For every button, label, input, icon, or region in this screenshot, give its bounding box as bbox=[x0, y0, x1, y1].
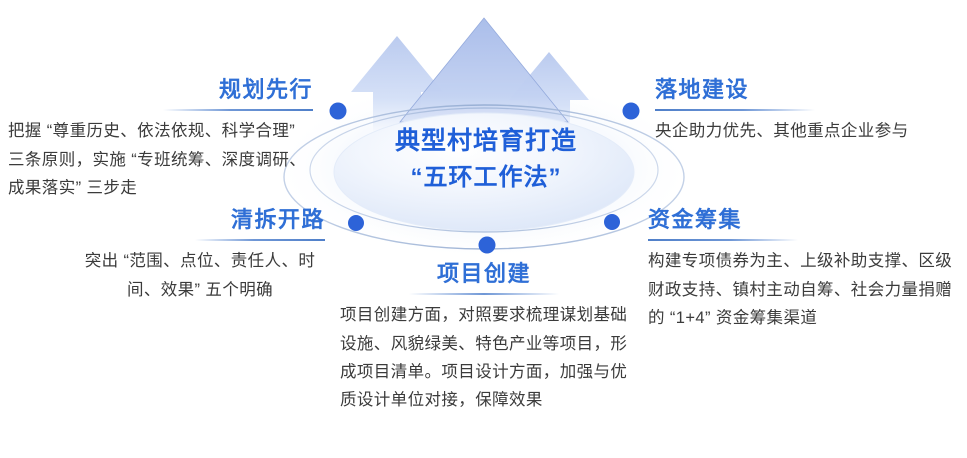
callout-planning: 规划先行 把握 “尊重历史、依法依规、科学合理” 三条原则，实施 “专班统筹、深… bbox=[8, 77, 313, 202]
callout-clearing-rule bbox=[195, 239, 325, 242]
callout-funding-body: 构建专项债券为主、上级补助支撑、区级财政支持、镇村主动自筹、社会力量捐赠的 “1… bbox=[648, 252, 953, 327]
center-title: 典型村培育打造 “五环工作法” bbox=[352, 122, 620, 196]
callout-landing-heading: 落地建设 bbox=[655, 77, 750, 102]
node-top-left bbox=[329, 102, 347, 120]
callout-landing: 落地建设 央企助力优先、其他重点企业参与 bbox=[655, 77, 967, 146]
callout-project-rule bbox=[409, 293, 559, 296]
node-bottom-right bbox=[604, 214, 620, 230]
callout-clearing: 清拆开路 突出 “范围、点位、责任人、时间、效果” 五个明确 bbox=[75, 207, 325, 304]
callout-planning-rule bbox=[163, 109, 313, 112]
node-bottom-left bbox=[348, 215, 364, 231]
node-top-right bbox=[622, 102, 640, 120]
callout-landing-body: 央企助力优先、其他重点企业参与 bbox=[655, 122, 909, 141]
center-title-line-2: “五环工作法” bbox=[410, 164, 562, 191]
callout-funding-heading: 资金筹集 bbox=[648, 207, 743, 232]
callout-clearing-body: 突出 “范围、点位、责任人、时间、效果” 五个明确 bbox=[84, 252, 316, 299]
node-bottom-center bbox=[478, 236, 496, 254]
callout-funding: 资金筹集 构建专项债券为主、上级补助支撑、区级财政支持、镇村主动自筹、社会力量捐… bbox=[648, 207, 963, 332]
callout-landing-rule bbox=[655, 109, 815, 112]
callout-planning-heading: 规划先行 bbox=[218, 77, 313, 102]
callout-project-heading: 项目创建 bbox=[436, 261, 531, 286]
callout-project-body: 项目创建方面，对照要求梳理谋划基础设施、风貌绿美、特色产业等项目，形成项目清单。… bbox=[340, 306, 628, 410]
callout-project: 项目创建 项目创建方面，对照要求梳理谋划基础设施、风貌绿美、特色产业等项目，形成… bbox=[340, 261, 628, 415]
callout-planning-body: 把握 “尊重历史、依法依规、科学合理” 三条原则，实施 “专班统筹、深度调研、成… bbox=[8, 122, 307, 197]
center-title-line-1: 典型村培育打造 bbox=[394, 127, 577, 155]
callout-clearing-heading: 清拆开路 bbox=[230, 207, 325, 232]
callout-funding-rule bbox=[648, 239, 798, 242]
